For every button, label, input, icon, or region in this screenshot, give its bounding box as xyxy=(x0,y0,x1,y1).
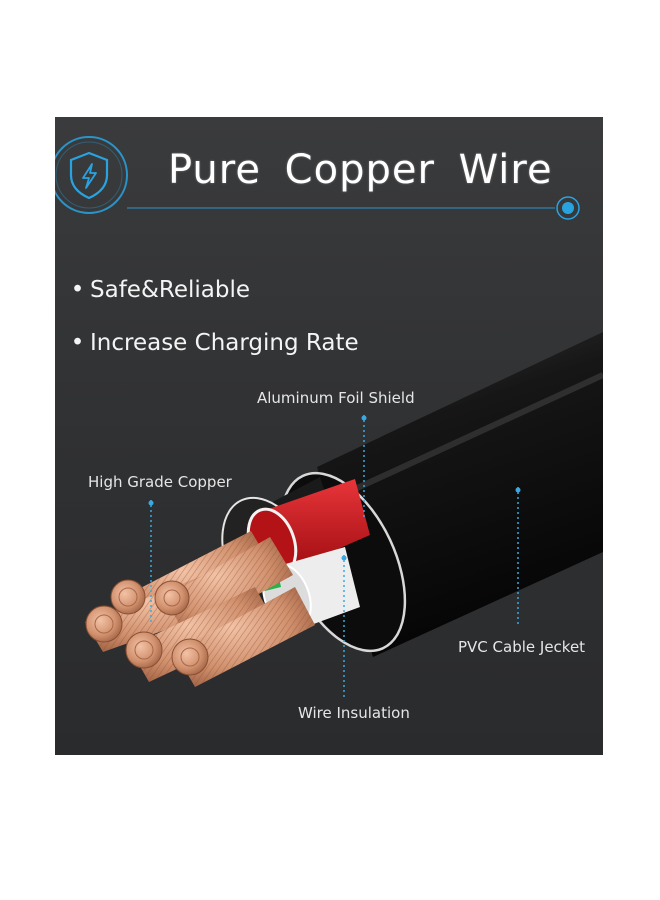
header-dot-icon xyxy=(556,196,580,220)
feature-label: Increase Charging Rate xyxy=(90,330,359,356)
high-grade-copper-dot xyxy=(148,500,154,506)
wire-insulation-label: Wire Insulation xyxy=(298,704,410,722)
aluminum-foil-shield-label: Aluminum Foil Shield xyxy=(257,389,415,407)
cable-illustration xyxy=(55,136,603,700)
shield-lightning-icon xyxy=(55,136,128,214)
bullet-icon: • xyxy=(70,277,85,303)
pvc-cable-jacket-label: PVC Cable Jecket xyxy=(458,638,586,656)
banner-title: Pure Copper Wire xyxy=(168,147,553,193)
aluminum-foil-dot xyxy=(361,415,367,421)
feature-item: • Increase Charging Rate xyxy=(65,330,359,383)
high-grade-copper-label: High Grade Copper xyxy=(88,473,232,491)
callout-lines xyxy=(150,415,519,700)
product-panel: Pure Copper Wire • Safe&Reliable • Incre… xyxy=(55,117,603,755)
feature-item: • Safe&Reliable xyxy=(65,277,359,330)
copper-strands xyxy=(85,531,315,687)
feature-list: • Safe&Reliable • Increase Charging Rate xyxy=(65,277,359,383)
bullet-icon: • xyxy=(70,330,85,356)
pvc-jacket-dot xyxy=(515,487,521,493)
feature-label: Safe&Reliable xyxy=(90,277,250,303)
wire-insulation-dot xyxy=(341,555,347,561)
